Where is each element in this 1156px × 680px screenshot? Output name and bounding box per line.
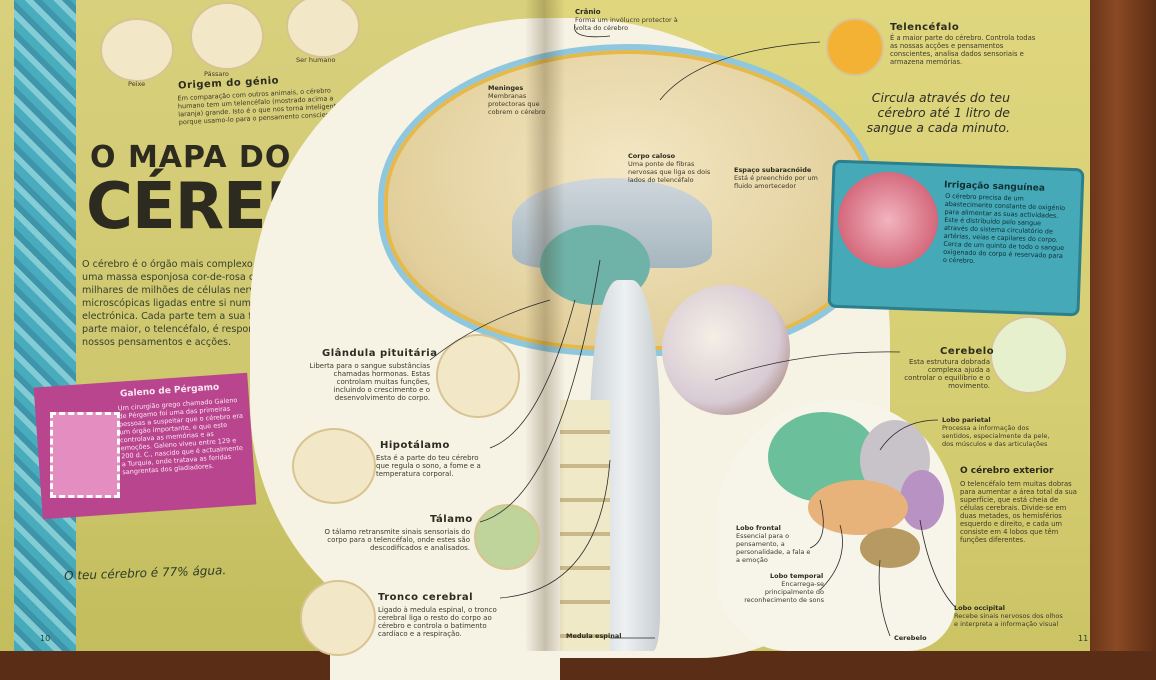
- exterior-cerebellum: [860, 528, 920, 568]
- cerebelo-text: Esta estrutura dobrada complexa ajuda a …: [904, 358, 990, 390]
- reader-illustration: [826, 18, 884, 76]
- structure-title-tronco: Tronco cerebral: [378, 592, 474, 603]
- intro-paragraph: O cérebro é o órgão mais complexo do teu…: [82, 259, 325, 348]
- page-number-right: 11: [1078, 634, 1089, 643]
- occipital-lobe: [900, 470, 944, 530]
- page-number-left: 10: [40, 634, 51, 643]
- cranio-title: Crânio: [575, 8, 601, 16]
- hypothalamus-illustration: [292, 428, 376, 504]
- exterior-text: O telencéfalo tem muitas dobras para aum…: [960, 480, 1077, 544]
- lobo-parietal-title: Lobo parietal: [942, 416, 991, 424]
- human-brain-illustration: [286, 0, 360, 58]
- lobo-temporal-text: Encarrega-se principalmente do reconheci…: [744, 580, 824, 604]
- thalamus-illustration: [474, 504, 540, 570]
- football-player-illustration: [990, 316, 1068, 394]
- decorative-border: [14, 0, 76, 651]
- structure-title-pituitaria: Glândula pituitária: [322, 348, 438, 359]
- espaco-text: Está é preenchido por um fluido amortece…: [734, 174, 818, 190]
- structure-text-tronco: Ligado à medula espinal, o tronco cerebr…: [378, 606, 497, 638]
- lobo-frontal-title: Lobo frontal: [736, 524, 781, 532]
- cerebellum: [662, 285, 790, 415]
- cranio-text: Forma um invólucro protector à volta do …: [575, 16, 678, 32]
- origin-label-bird: Pássaro: [204, 70, 229, 78]
- spinal-column: [560, 400, 610, 651]
- medula-label: Medula espinal: [566, 632, 622, 640]
- fish-brain-illustration: [100, 18, 174, 82]
- bird-brain-illustration: [190, 2, 264, 70]
- lobo-occipital-title: Lobo occipital: [954, 604, 1005, 612]
- lobo-occipital-text: Recebe sinais nervosos dos olhos e inter…: [954, 612, 1063, 628]
- exterior-title: O cérebro exterior: [960, 466, 1054, 476]
- corpo-caloso-title: Corpo caloso: [628, 152, 676, 160]
- meninges-title: Meninges: [488, 84, 524, 92]
- blood-vessels-illustration: [838, 172, 938, 268]
- lobo-parietal-text: Processa a informação dos sentidos, espe…: [942, 424, 1050, 448]
- lobo-temporal-title: Lobo temporal: [770, 572, 824, 580]
- espaco-title: Espaço subaracnóide: [734, 166, 812, 174]
- cerebelo-title: Cerebelo: [940, 346, 995, 357]
- lobo-frontal-text: Essencial para o pensamento, a personali…: [736, 532, 811, 564]
- pituitary-illustration: [436, 334, 520, 418]
- blood-fact: Circula através do teu cérebro até 1 lit…: [866, 90, 1010, 135]
- structure-text-hipotalamo: Esta é a parte do teu cérebro que regula…: [376, 454, 481, 478]
- structure-title-talamo: Tálamo: [430, 514, 473, 525]
- temporal-lobe: [808, 480, 908, 535]
- structure-text-pituitaria: Liberta para o sangue substâncias chamad…: [309, 362, 430, 402]
- origin-label-fish: Peixe: [128, 80, 146, 88]
- cerebelo-small-label: Cerebelo: [894, 634, 927, 642]
- page-title-line1: O MAPA DO: [90, 140, 292, 175]
- leader-lines: [429, 23, 956, 639]
- corpo-caloso-text: Uma ponte de fibras nervosas que liga os…: [628, 160, 711, 184]
- galeno-portrait-stamp: [50, 412, 120, 498]
- meninges-text: Membranas protectoras que cobrem o céreb…: [488, 92, 546, 116]
- telencefalo-title: Telencéfalo: [890, 22, 960, 33]
- origin-label-human: Ser humano: [296, 56, 336, 64]
- wooden-table: [1090, 0, 1156, 651]
- structure-title-hipotalamo: Hipotálamo: [380, 440, 450, 451]
- structure-text-talamo: O tálamo retransmite sinais sensoriais d…: [324, 528, 470, 552]
- telencefalo-text: É a maior parte do cérebro. Controla tod…: [890, 34, 1036, 66]
